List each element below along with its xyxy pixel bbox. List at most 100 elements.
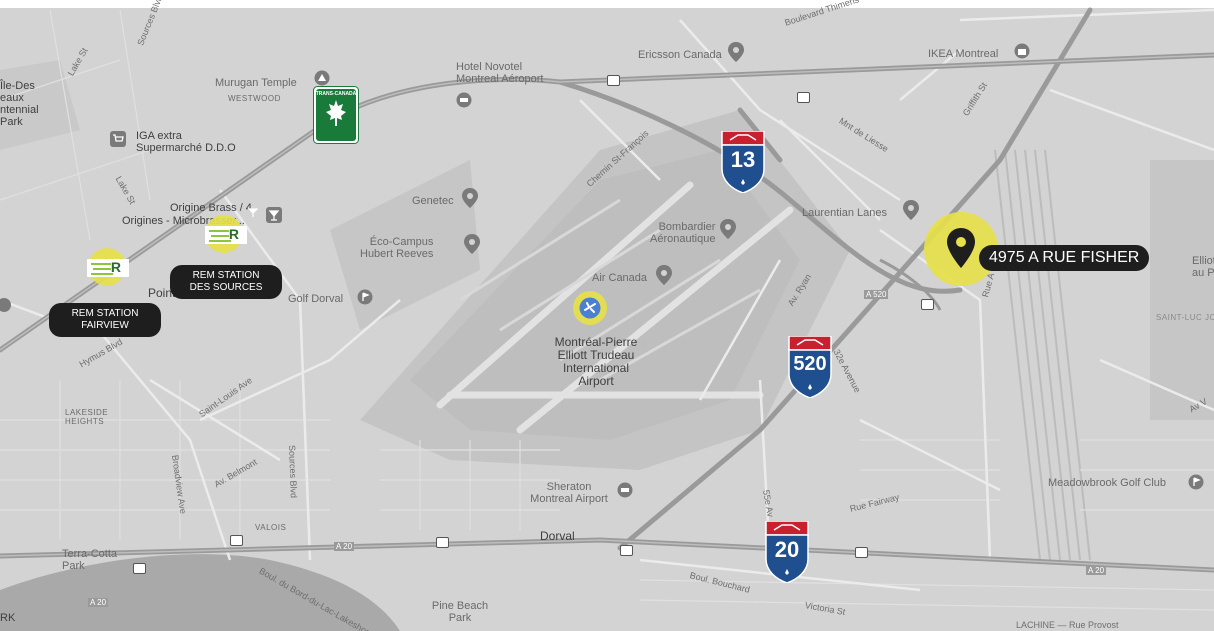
label-line: Terra-Cotta (62, 548, 118, 560)
bar-icon[interactable] (266, 207, 282, 223)
maple-leaf-icon (313, 86, 359, 144)
label-line: Montreal Aéroport (456, 73, 544, 85)
road-a20-label-1: A 20 (334, 542, 355, 551)
quebec-highway-shield-icon (721, 130, 765, 194)
label-line: Supermarché D.D.O (136, 142, 236, 154)
shopping-cart-icon[interactable] (110, 131, 126, 147)
airport-label[interactable]: Montréal-Pierre Elliott Trudeau Internat… (536, 336, 656, 388)
air-canada-label[interactable]: Air Canada (592, 272, 648, 284)
label-line: Montreal Airport (530, 493, 608, 505)
golf-icon[interactable] (357, 289, 373, 305)
road-sources-blvd: Sources Blvd (287, 444, 299, 499)
bombardier-pin-icon[interactable] (720, 219, 736, 239)
callout-line: FAIRVIEW (81, 320, 129, 331)
eco-campus-label[interactable]: Éco-Campus Hubert Reeves (360, 236, 433, 260)
label-line: Hubert Reeves (360, 248, 434, 260)
cocktail-icon (248, 208, 258, 217)
highway-520-shield[interactable]: 520 (787, 335, 833, 399)
exit-marker (921, 299, 934, 310)
exit-marker (797, 92, 810, 103)
label-line: Airport (578, 374, 614, 388)
highway-13-shield[interactable]: 13 (720, 130, 766, 194)
laurentian-lanes-label[interactable]: Laurentian Lanes (802, 207, 888, 219)
exit-marker (230, 535, 243, 546)
sheraton-label[interactable]: Sheraton Montreal Airport (514, 481, 624, 505)
label-line: Éco-Campus (369, 236, 434, 248)
callout-line: REM STATION (192, 270, 260, 281)
store-icon[interactable] (1014, 43, 1030, 59)
ikea-label[interactable]: IKEA Montreal (928, 48, 999, 60)
ericsson-label[interactable]: Ericsson Canada (638, 49, 722, 61)
hotel-icon[interactable] (456, 92, 472, 108)
dorval-island-label: Île-Des eaux ntennial Park (0, 80, 39, 128)
rem-fairview-logo[interactable]: R (87, 259, 129, 277)
label-line: Île-Des (0, 80, 35, 92)
quebec-highway-shield-icon (765, 520, 809, 584)
rem-des-sources-logo[interactable]: R (205, 226, 247, 244)
label-line: Park (0, 116, 23, 128)
bombardier-label[interactable]: Bombardier Aéronautique (650, 221, 715, 245)
rem-fairview-callout[interactable]: REM STATION FAIRVIEW (49, 303, 161, 337)
label-line: au Pa (1192, 267, 1214, 279)
iga-label[interactable]: IGA extra Supermarché D.D.O (136, 130, 236, 154)
exit-marker (607, 75, 620, 86)
meadowbrook-label[interactable]: Meadowbrook Golf Club (1048, 477, 1167, 489)
label-line: Pine Beach (431, 600, 489, 612)
terra-cotta-label[interactable]: Terra-Cotta Park (62, 548, 117, 572)
road-a520-label: A 520 (864, 290, 889, 299)
exit-marker (855, 547, 868, 558)
label-line: Park (62, 560, 85, 572)
road-a20-label-3: A 20 (1086, 566, 1107, 575)
callout-line: DES SOURCES (189, 282, 263, 293)
meadowbrook-golf-icon[interactable] (1188, 474, 1204, 490)
label-line: Park (448, 612, 472, 624)
highway-520-number: 520 (793, 353, 827, 375)
label-line: eaux (0, 92, 24, 104)
saint-luc-label: SAINT-LUC JONCTI (1156, 313, 1214, 322)
pine-beach-label[interactable]: Pine Beach Park (425, 600, 495, 624)
trans-canada-text: TRANS-CANADA (315, 91, 357, 97)
eco-campus-pin-icon[interactable] (464, 234, 480, 254)
label-line: Origine Brass / 4 (170, 202, 252, 214)
label-line: ntennial (0, 104, 39, 116)
westwood-label: WESTWOOD (228, 94, 281, 103)
elliot-label[interactable]: Elliot au Pa (1192, 255, 1214, 279)
origine-label[interactable]: Origine Brass / 4 (170, 202, 252, 214)
air-canada-pin-icon[interactable] (656, 265, 672, 285)
genetec-label[interactable]: Genetec (412, 195, 454, 207)
laurentian-pin-icon[interactable] (903, 200, 919, 220)
trans-canada-shield[interactable]: TRANS-CANADA (313, 86, 359, 144)
ericsson-pin-icon[interactable] (728, 42, 744, 62)
temple-icon[interactable] (314, 70, 330, 86)
callout-line: REM STATION (71, 308, 139, 319)
label-line: IGA extra (136, 130, 182, 142)
pin-edge-icon[interactable] (0, 297, 16, 313)
dorval-label: Dorval (540, 529, 575, 543)
rem-train-icon (91, 263, 113, 275)
rk-label: RK (0, 612, 16, 624)
label-line: HEIGHTS (65, 417, 105, 426)
highway-20-shield[interactable]: 20 (764, 520, 810, 584)
exit-marker (133, 563, 146, 574)
rem-train-icon (209, 230, 231, 242)
label-line: Elliot (1192, 255, 1214, 267)
murugan-temple-label[interactable]: Murugan Temple (215, 77, 297, 89)
destination-pin-icon[interactable] (947, 228, 975, 268)
hotel-novotel-label[interactable]: Hotel Novotel Montreal Aéroport (456, 61, 543, 85)
rem-logo-letter: R (110, 259, 121, 275)
destination-address-callout[interactable]: 4975 A RUE FISHER (979, 245, 1150, 271)
rem-des-sources-callout[interactable]: REM STATION DES SOURCES (170, 265, 282, 299)
genetec-pin-icon[interactable] (462, 188, 478, 208)
airplane-icon[interactable] (579, 297, 601, 319)
exit-marker (620, 545, 633, 556)
sheraton-hotel-icon[interactable] (617, 482, 633, 498)
golf-dorval-label[interactable]: Golf Dorval (288, 293, 344, 305)
label-line: Hotel Novotel (456, 61, 523, 73)
lakeside-heights-label: LAKESIDE HEIGHTS (65, 408, 108, 426)
label-line: LAKESIDE (65, 408, 109, 417)
label-line: Montréal-Pierre (554, 335, 638, 349)
road-a20-label-2: A 20 (88, 598, 109, 607)
label-line: International (562, 361, 630, 375)
